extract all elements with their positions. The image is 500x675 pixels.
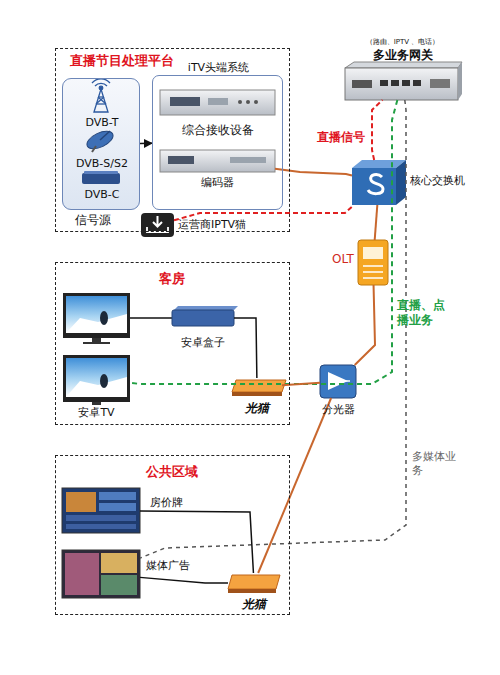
connector-line — [282, 383, 320, 386]
group-frame: DVB-TDVB-S/S2DVB-C信号源综合接收设备编码器iTV头端系统运营商… — [55, 48, 290, 232]
node-label: 公共区域 — [56, 464, 288, 480]
group-frame: 安卓盒子安卓TV 光猫 客房 — [55, 262, 290, 425]
switch-icon — [352, 160, 406, 205]
node-label: DVB-C — [53, 188, 151, 201]
android-box: 安卓盒子 — [172, 310, 234, 326]
iptv-modem-icon — [141, 213, 174, 237]
node-label: 核心交换机 — [410, 174, 480, 187]
node-label: 多业务网关 — [335, 48, 470, 62]
headend-panel: 综合接收设备编码器iTV头端系统 — [152, 75, 283, 210]
node-label: 安卓TV — [53, 406, 140, 419]
node-label: 客房 — [56, 271, 288, 287]
connector-line — [372, 100, 383, 160]
connector-line — [140, 100, 406, 558]
node-label: （路由、IPTV 、电话） — [335, 38, 470, 46]
node-label: 媒体广告 — [146, 559, 216, 572]
onu-icon — [228, 575, 280, 593]
onu-icon — [232, 380, 286, 396]
tv-screen — [63, 293, 130, 344]
android-tv: 安卓TV — [63, 355, 130, 402]
node-label: DVB-S/S2 — [53, 157, 151, 170]
optical-modem: 光猫 — [228, 573, 280, 593]
ad-screen: 媒体广告 — [62, 550, 140, 598]
price-board-screen — [62, 488, 140, 533]
splitter-icon — [320, 365, 356, 398]
satellite-dish — [84, 128, 115, 153]
receiver-device: 综合接收设备 — [160, 90, 275, 115]
node-label: 房价牌 — [150, 496, 210, 509]
connector-label: 直播信号 — [317, 130, 377, 145]
android-box-icon — [172, 306, 238, 326]
connector-line — [275, 169, 352, 176]
iptv-modem: 运营商IPTV猫 — [140, 213, 174, 237]
cable-box — [82, 171, 120, 184]
olt-device: OLT — [358, 240, 388, 285]
encoder-device: 编码器 — [160, 150, 275, 172]
encoder-device — [160, 150, 275, 172]
connector-line — [355, 285, 375, 365]
node-label: 编码器 — [150, 176, 285, 189]
node-label: DVB-T — [53, 116, 151, 129]
connector-line — [375, 205, 378, 240]
hdmi-wire — [130, 317, 172, 319]
node-label: 信号源 — [63, 213, 123, 227]
connector-line — [140, 511, 253, 573]
node-label: 综合接收设备 — [150, 123, 285, 137]
core-switch: 核心交换机 — [352, 160, 406, 205]
node-label: 运营商IPTV猫 — [178, 218, 288, 231]
node-label: OLT — [332, 252, 356, 266]
gateway-device — [345, 62, 462, 100]
optical-modem: 光猫 — [232, 378, 282, 396]
ad-screen — [62, 550, 140, 598]
gateway-device: （路由、IPTV 、电话）多业务网关 — [345, 62, 460, 100]
antenna-tower — [92, 79, 110, 112]
node-label: 光猫 — [217, 401, 297, 415]
connector-line — [234, 318, 257, 378]
connector-line — [140, 143, 152, 145]
price-board: 房价牌 — [62, 488, 140, 533]
group-frame: 房价牌媒体广告光猫公共区域 — [55, 455, 290, 615]
connector-label: 多媒体业务 — [412, 450, 458, 478]
node-label: 分光器 — [300, 403, 376, 416]
connector-line — [174, 205, 354, 220]
node-label: 直播节目处理平台 — [70, 53, 230, 69]
connector-line — [130, 100, 397, 384]
node-label: 安卓盒子 — [158, 336, 248, 349]
optical-splitter: 分光器 — [320, 365, 356, 398]
signal-source-panel: DVB-TDVB-S/S2DVB-C信号源 — [62, 78, 140, 210]
connector-label: 直播、点播业务 — [397, 298, 451, 328]
olt-icon — [358, 240, 388, 285]
receiver-device — [160, 90, 275, 115]
tv-screen — [63, 355, 130, 405]
connector-line — [140, 577, 228, 583]
node-label: 光猫 — [214, 597, 294, 611]
